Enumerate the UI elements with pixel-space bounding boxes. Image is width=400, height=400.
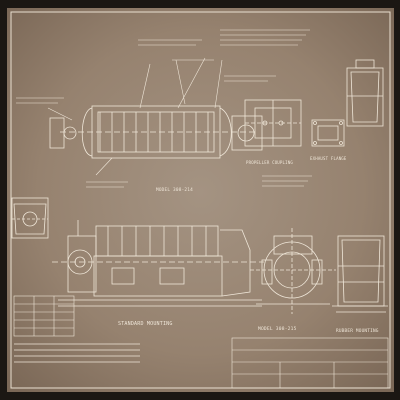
propeller-coupling-detail (244, 99, 302, 147)
top-side-view (49, 105, 263, 159)
left-end-view (11, 197, 49, 239)
notes-block (14, 343, 140, 363)
annotation-lines (16, 29, 312, 188)
label-propeller-coupling: PROPELLER COUPLING (246, 160, 293, 165)
end-view-model-308-215 (250, 228, 336, 314)
exhaust-flange-detail (311, 119, 345, 147)
label-rubber-mounting: RUBBER MOUNTING (336, 328, 379, 334)
reduction-gear-detail (346, 59, 384, 127)
dimension-table-left (13, 295, 75, 337)
label-exhaust-flange: EXHAUST FLANGE (310, 156, 347, 161)
title-block (231, 337, 389, 389)
label-model-side: MODEL 308-214 (156, 187, 193, 193)
leader-lines-top (47, 57, 223, 176)
label-model-end: MODEL 308-215 (258, 326, 297, 332)
paper-background (7, 8, 394, 392)
label-standard-mounting: STANDARD MOUNTING (118, 321, 173, 327)
rubber-mounting-view (332, 235, 388, 313)
border-frame (10, 11, 391, 389)
standard-mounting-view (52, 220, 264, 307)
